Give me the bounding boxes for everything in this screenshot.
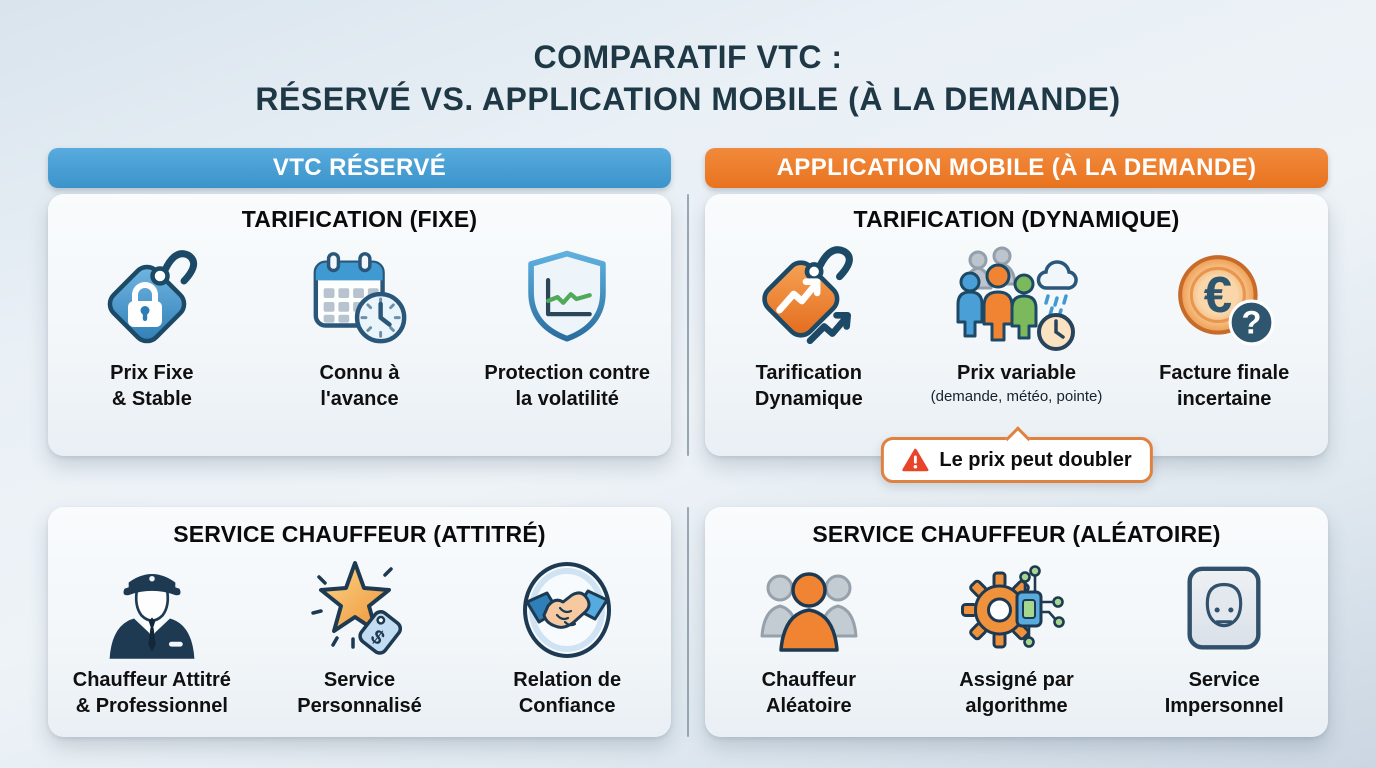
reserved-column-header: VTC RÉSERVÉ (48, 148, 671, 188)
item-label: Assigné par algorithme (959, 669, 1074, 717)
svg-text:€: € (1204, 266, 1232, 323)
section-title-tarification-fixe: TARIFICATION (FIXE) (241, 206, 478, 232)
tarification-row: VTC RÉSERVÉ TARIFICATION (FIXE) (48, 148, 1328, 483)
item-connu-avance: Connu à l'avance (256, 237, 464, 412)
item-prix-fixe: Prix Fixe & Stable (48, 237, 256, 412)
handshake-icon (514, 552, 620, 668)
item-tarification-dynamique: Tarification Dynamique (705, 237, 913, 412)
star-price-tag-icon: $ (305, 552, 415, 668)
card-service-aleatoire: SERVICE CHAUFFEUR (ALÉATOIRE) Chauffeur … (705, 507, 1328, 737)
item-relation-confiance: Relation de Confiance (463, 552, 671, 719)
item-label: Prix Fixe & Stable (110, 362, 194, 410)
price-tag-trend-icon (753, 237, 865, 361)
random-drivers-icon (754, 552, 864, 668)
item-label: Tarification Dynamique (754, 362, 863, 410)
divider-line (687, 194, 689, 456)
mobile-column-header: APPLICATION MOBILE (À LA DEMANDE) (705, 148, 1328, 188)
card-tarification-fixe: TARIFICATION (FIXE) (48, 194, 671, 456)
item-service-impersonnel: Service Impersonnel (1120, 552, 1328, 719)
card-tarification-dynamique: TARIFICATION (DYNAMIQUE) (705, 194, 1328, 483)
column-divider-top (671, 148, 705, 456)
column-app-mobile-top: APPLICATION MOBILE (À LA DEMANDE) TARIFI… (705, 148, 1328, 483)
item-label: Prix variable (957, 362, 1076, 384)
warning-triangle-icon (901, 448, 928, 472)
euro-question-icon: € ? (1171, 237, 1277, 361)
column-divider-bottom (671, 507, 705, 737)
section-title-service-attitre: SERVICE CHAUFFEUR (ATTITRÉ) (173, 521, 546, 547)
section-title-tarification-dynamique: TARIFICATION (DYNAMIQUE) (853, 206, 1180, 232)
title-line-1: COMPARATIF VTC : (533, 39, 843, 75)
chauffeur-cap-icon (99, 552, 205, 668)
item-label: Facture finale incertaine (1159, 362, 1290, 410)
item-chauffeur-aleatoire: Chauffeur Aléatoire (705, 552, 913, 719)
calendar-clock-icon (306, 237, 414, 361)
item-sublabel: (demande, météo, pointe) (930, 387, 1103, 405)
column-vtc-reserve-top: VTC RÉSERVÉ TARIFICATION (FIXE) (48, 148, 671, 456)
item-service-personnalise: $ Service Personnalisé (256, 552, 464, 719)
item-chauffeur-attitre: Chauffeur Attitré & Professionnel (48, 552, 256, 719)
item-label: Relation de Confiance (513, 669, 622, 717)
item-label: Service Personnalisé (297, 669, 422, 717)
gear-circuit-icon (960, 552, 1073, 668)
item-label: Connu à l'avance (319, 362, 400, 410)
service-row: SERVICE CHAUFFEUR (ATTITRÉ) (48, 507, 1328, 737)
item-protection-volatilite: Protection contre la volatilité (463, 237, 671, 412)
item-label: Service Impersonnel (1164, 669, 1284, 717)
section-title-service-aleatoire: SERVICE CHAUFFEUR (ALÉATOIRE) (812, 521, 1221, 547)
faceless-user-icon (1173, 552, 1275, 668)
items-tarification-fixe: Prix Fixe & Stable (48, 237, 671, 412)
shield-chart-icon (515, 237, 619, 361)
item-assigne-algorithme: Assigné par algorithme (913, 552, 1121, 719)
item-label: Chauffeur Aléatoire (761, 669, 857, 717)
price-tag-lock-icon (97, 237, 207, 361)
crowd-weather-clock-icon (950, 237, 1084, 361)
page-title: COMPARATIF VTC : RÉSERVÉ VS. APPLICATION… (0, 36, 1376, 120)
item-prix-variable: Prix variable (demande, météo, pointe) (913, 237, 1121, 405)
svg-text:?: ? (1242, 304, 1262, 341)
items-tarification-dynamique: Tarification Dynamique (705, 237, 1328, 412)
price-warning-callout: Le prix peut doubler (880, 437, 1153, 483)
warning-text: Le prix peut doubler (939, 448, 1132, 471)
divider-line (687, 507, 689, 737)
items-service-aleatoire: Chauffeur Aléatoire (705, 552, 1328, 719)
item-label: Chauffeur Attitré & Professionnel (72, 669, 231, 717)
title-line-2: RÉSERVÉ VS. APPLICATION MOBILE (À LA DEM… (255, 81, 1121, 118)
items-service-attitre: Chauffeur Attitré & Professionnel $ (48, 552, 671, 719)
card-service-attitre: SERVICE CHAUFFEUR (ATTITRÉ) (48, 507, 671, 737)
item-label: Protection contre la volatilité (484, 362, 650, 410)
item-facture-incertaine: € ? Facture finale incertaine (1120, 237, 1328, 412)
